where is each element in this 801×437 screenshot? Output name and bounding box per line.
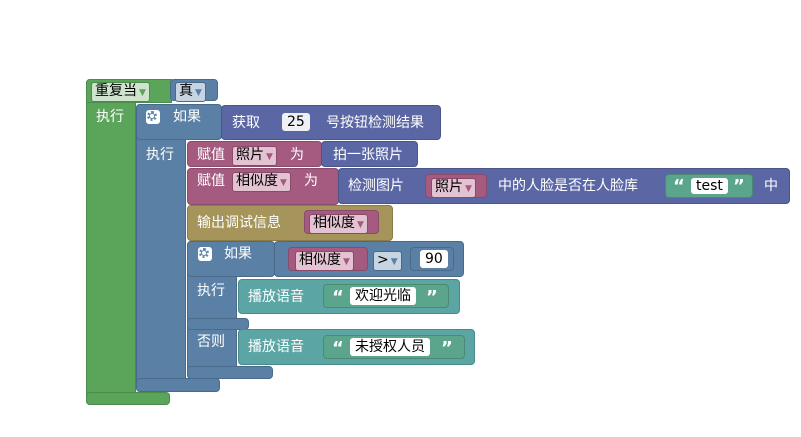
repeat-do-label: 执行 xyxy=(96,109,124,125)
debug-output-block[interactable] xyxy=(187,205,393,241)
dropdown-arrow-icon: ▼ xyxy=(465,184,472,194)
compare-similarity-label: 相似度 xyxy=(299,252,341,268)
inner-if-label: 如果 xyxy=(224,246,252,262)
inner-if-else-label: 否则 xyxy=(197,334,225,350)
close-quote-icon: ” xyxy=(441,338,453,359)
photo-variable-label: 照片 xyxy=(236,147,264,163)
inner-if-else-row xyxy=(187,318,249,330)
assign-similarity-as: 为 xyxy=(304,173,318,189)
get-button-prefix: 获取 xyxy=(232,115,260,131)
get-button-suffix: 号按钮检测结果 xyxy=(326,115,424,131)
photo-variable-dropdown[interactable]: 照片▼ xyxy=(232,146,277,166)
compare-operator-label: > xyxy=(377,252,389,268)
photo-getter-dropdown[interactable]: 照片▼ xyxy=(431,178,476,198)
debug-similarity-dropdown[interactable]: 相似度▼ xyxy=(309,214,368,234)
dropdown-arrow-icon: ▼ xyxy=(195,88,202,98)
open-quote-icon: “ xyxy=(332,287,344,308)
take-photo-label: 拍一张照片 xyxy=(333,147,403,163)
inner-if-footer xyxy=(187,366,273,379)
similarity-variable-dropdown[interactable]: 相似度▼ xyxy=(232,172,291,192)
close-quote-icon: ” xyxy=(426,287,438,308)
open-quote-icon: “ xyxy=(332,338,344,359)
welcome-text-field[interactable]: 欢迎光临 xyxy=(350,287,416,305)
dropdown-arrow-icon: ▼ xyxy=(343,257,350,267)
unauthorized-text-field[interactable]: 未授权人员 xyxy=(350,338,430,356)
debug-similarity-label: 相似度 xyxy=(313,215,355,231)
repeat-while-footer xyxy=(86,392,170,405)
inner-if-do-label: 执行 xyxy=(197,283,225,299)
get-button-result-block[interactable] xyxy=(221,105,441,140)
true-value-dropdown[interactable]: 真▼ xyxy=(175,82,206,102)
dropdown-arrow-icon: ▼ xyxy=(139,88,146,98)
button-pin-field[interactable]: 25 xyxy=(282,113,310,131)
photo-getter-label: 照片 xyxy=(435,179,463,195)
assign-similarity-label: 赋值 xyxy=(197,173,225,189)
open-quote-icon: “ xyxy=(673,176,685,197)
play-unauthorized-label: 播放语音 xyxy=(248,339,304,355)
mutator-gear-icon[interactable] xyxy=(146,110,160,124)
mutator-gear-icon[interactable] xyxy=(198,247,212,261)
debug-output-label: 输出调试信息 xyxy=(197,215,281,231)
compare-number-field[interactable]: 90 xyxy=(420,250,448,268)
outer-if-label: 如果 xyxy=(173,109,201,125)
outer-if-footer xyxy=(136,378,220,392)
compare-similarity-dropdown[interactable]: 相似度▼ xyxy=(295,251,354,271)
detect-face-middle: 中的人脸是否在人脸库 xyxy=(498,178,638,194)
face-library-field[interactable]: test xyxy=(691,178,728,194)
close-quote-icon: ” xyxy=(733,176,745,197)
dropdown-arrow-icon: ▼ xyxy=(280,178,287,188)
repeat-mode-label: 重复当 xyxy=(95,83,137,99)
true-value-label: 真 xyxy=(179,83,193,99)
detect-face-suffix: 中 xyxy=(764,178,778,194)
repeat-mode-dropdown[interactable]: 重复当▼ xyxy=(91,82,150,102)
play-welcome-label: 播放语音 xyxy=(248,289,304,305)
compare-operator-dropdown[interactable]: >▼ xyxy=(373,251,402,271)
assign-photo-as: 为 xyxy=(290,147,304,163)
dropdown-arrow-icon: ▼ xyxy=(357,220,364,230)
dropdown-arrow-icon: ▼ xyxy=(266,152,273,162)
similarity-variable-label: 相似度 xyxy=(236,173,278,189)
dropdown-arrow-icon: ▼ xyxy=(390,257,398,267)
repeat-while-block[interactable] xyxy=(86,79,136,405)
outer-if-do-label: 执行 xyxy=(146,147,174,163)
detect-face-prefix: 检测图片 xyxy=(348,178,404,194)
take-photo-block[interactable] xyxy=(321,141,418,167)
assign-photo-label: 赋值 xyxy=(197,147,225,163)
